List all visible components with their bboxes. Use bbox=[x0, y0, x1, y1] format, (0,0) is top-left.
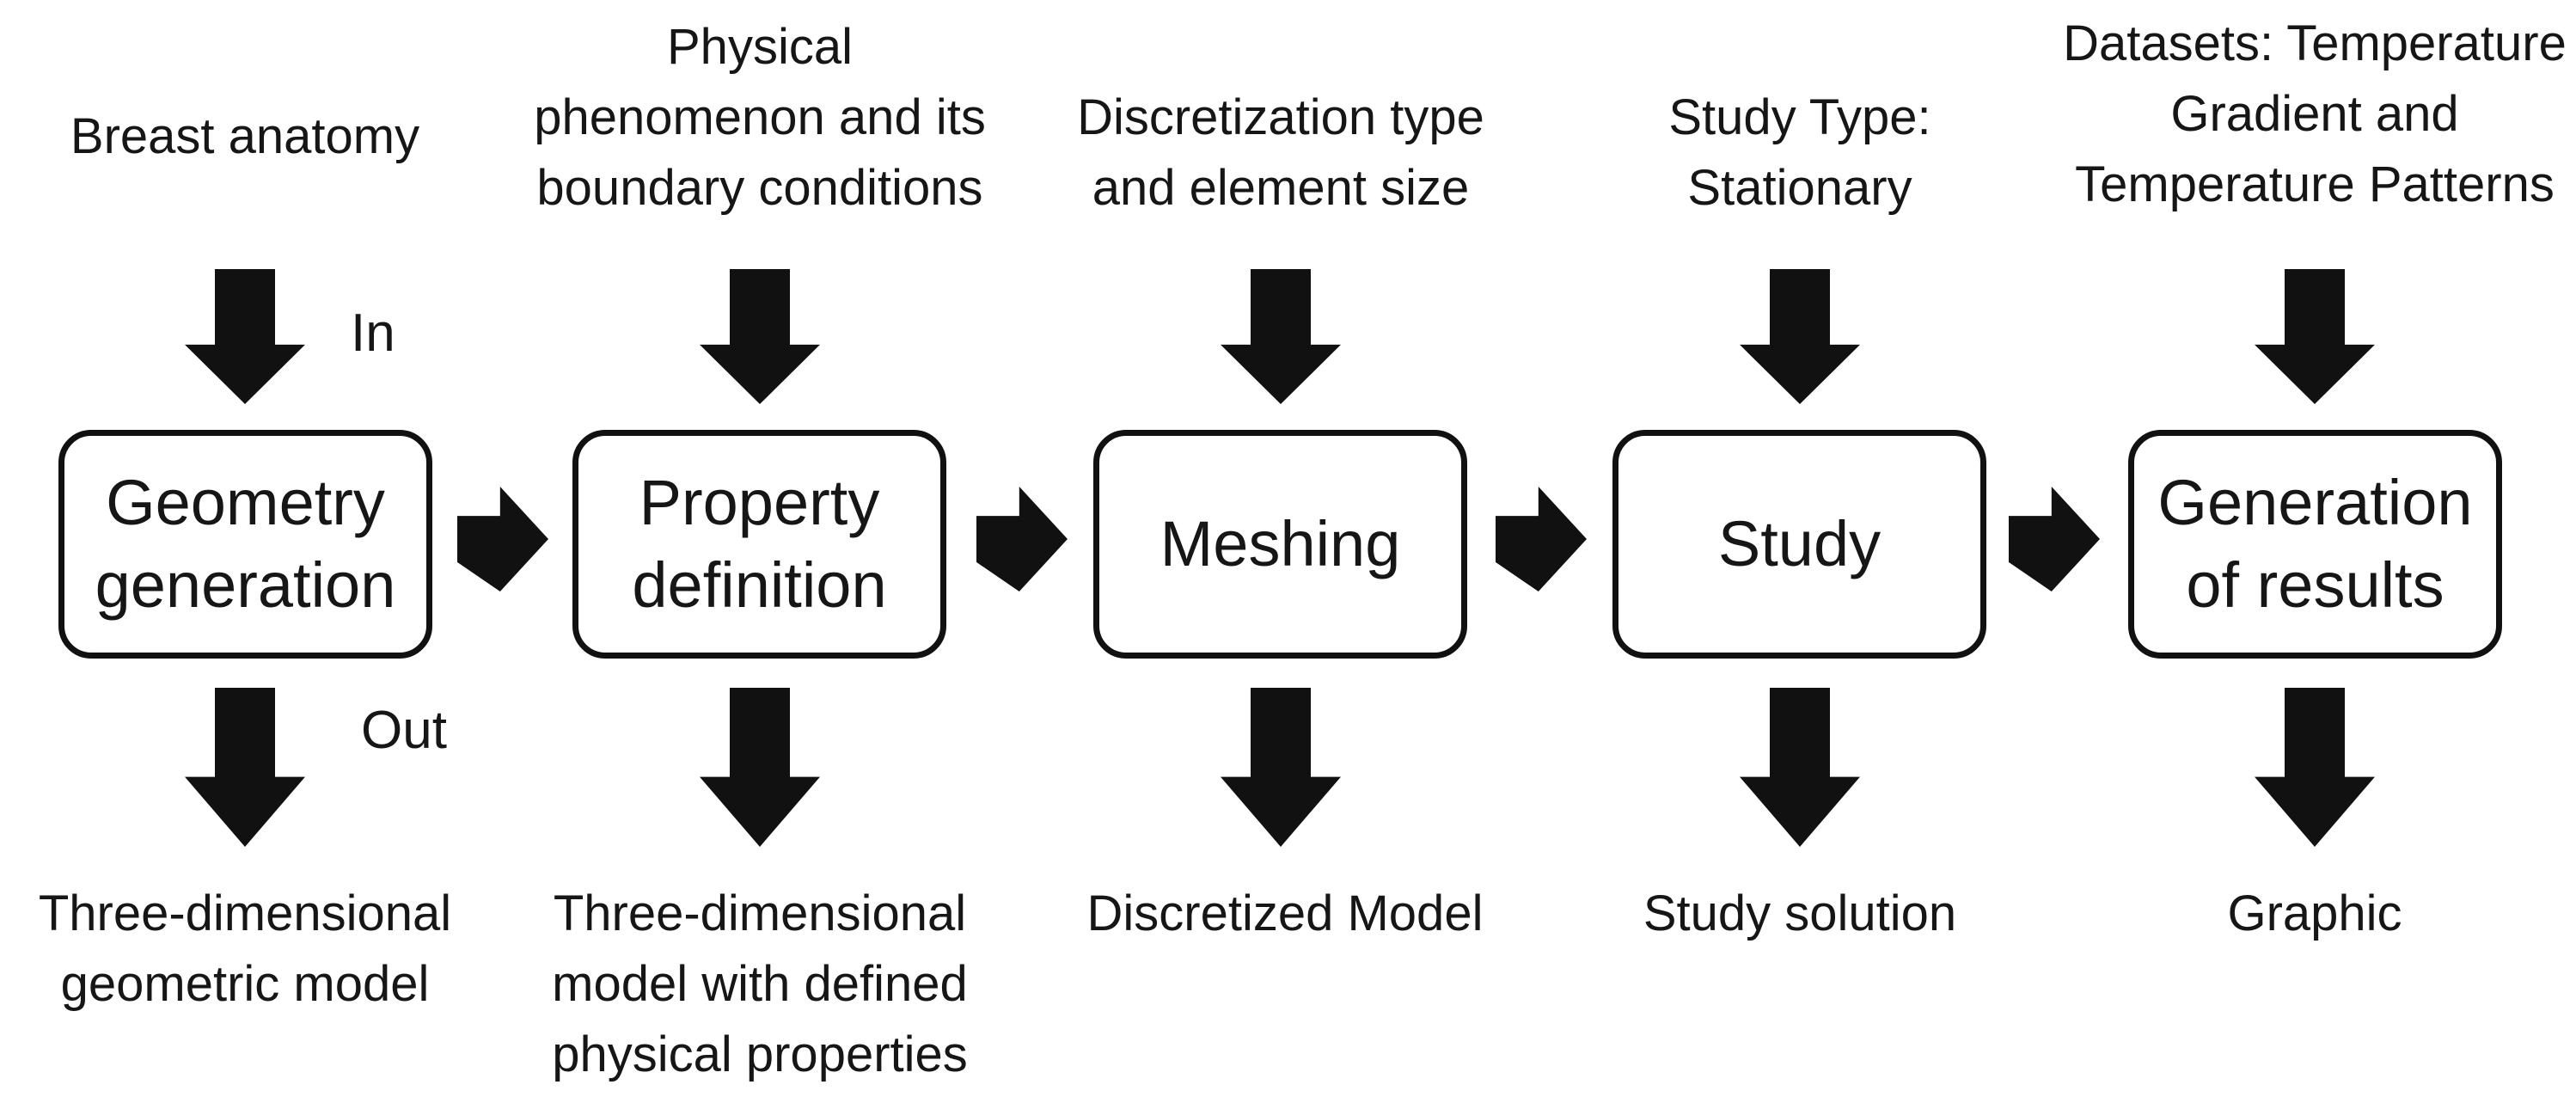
step-box-label: Property bbox=[639, 467, 880, 538]
input-label-generation-of-results: Datasets: Temperature Gradient and Tempe… bbox=[2031, 9, 2576, 220]
output-label-line: model with defined bbox=[552, 956, 968, 1012]
down-arrow-icon bbox=[185, 269, 305, 404]
step-box-label: Meshing bbox=[1160, 508, 1401, 579]
input-label-line: Physical bbox=[667, 19, 853, 75]
down-arrow-icon bbox=[1740, 269, 1860, 404]
step-box-generation-of-results: Generation of results bbox=[2128, 430, 2502, 659]
flow-arrow-icon bbox=[1496, 487, 1587, 591]
input-label-line: Breast anatomy bbox=[70, 108, 420, 164]
input-label-study: Study Type: Stationary bbox=[1516, 83, 2083, 224]
output-label-geometry-generation: Three-dimensional geometric model bbox=[0, 879, 529, 1020]
input-label-line: Gradient and bbox=[2170, 86, 2459, 142]
output-label-generation-of-results: Graphic bbox=[2031, 879, 2576, 949]
output-label-study: Study solution bbox=[1516, 879, 2083, 949]
step-box-meshing: Meshing bbox=[1093, 430, 1467, 659]
down-arrow-icon bbox=[185, 688, 305, 847]
down-arrow-icon bbox=[2255, 688, 2375, 847]
input-label-line: phenomenon and its bbox=[534, 89, 986, 145]
output-label-line: physical properties bbox=[552, 1027, 968, 1082]
input-label-line: boundary conditions bbox=[536, 160, 983, 216]
output-label-line: Discretized Model bbox=[1086, 886, 1484, 941]
down-arrow-icon bbox=[1221, 688, 1341, 847]
output-label-line: Study solution bbox=[1643, 886, 1957, 941]
output-label-line: geometric model bbox=[60, 956, 430, 1012]
input-label-property-definition: Physical phenomenon and its boundary con… bbox=[476, 12, 1043, 224]
down-arrow-icon bbox=[700, 269, 820, 404]
flow-arrow-icon bbox=[976, 487, 1068, 591]
output-label-property-definition: Three-dimensional model with defined phy… bbox=[476, 879, 1043, 1090]
input-label-line: and element size bbox=[1092, 160, 1470, 216]
flow-arrow-icon bbox=[457, 487, 548, 591]
step-box-label: Geometry bbox=[106, 467, 385, 538]
input-label-geometry-generation: Breast anatomy bbox=[0, 101, 529, 172]
down-arrow-icon bbox=[700, 688, 820, 847]
step-box-label: generation bbox=[95, 549, 396, 621]
output-label-line: Three-dimensional bbox=[38, 886, 452, 941]
output-label-line: Graphic bbox=[2227, 886, 2402, 941]
input-label-line: Stationary bbox=[1687, 160, 1912, 216]
step-box-property-definition: Property definition bbox=[572, 430, 946, 659]
input-label-line: Datasets: Temperature bbox=[2063, 15, 2567, 71]
step-box-label: Study bbox=[1717, 508, 1882, 579]
step-box-geometry-generation: Geometry generation bbox=[58, 430, 432, 659]
output-label-line: Three-dimensional bbox=[553, 886, 967, 941]
input-label-line: Study Type: bbox=[1668, 89, 1931, 145]
input-label-line: Discretization type bbox=[1077, 89, 1484, 145]
step-box-label: of results bbox=[2186, 549, 2444, 621]
step-box-label: Generation bbox=[2157, 467, 2473, 538]
down-arrow-icon bbox=[1740, 688, 1860, 847]
output-label-meshing: Discretized Model bbox=[1001, 879, 1569, 949]
input-label-line: Temperature Patterns bbox=[2075, 156, 2555, 212]
step-box-study: Study bbox=[1612, 430, 1986, 659]
step-box-label: definition bbox=[632, 549, 887, 621]
input-label-meshing: Discretization type and element size bbox=[997, 83, 1564, 224]
out-annotation: Out bbox=[361, 701, 447, 760]
down-arrow-icon bbox=[2255, 269, 2375, 404]
in-annotation: In bbox=[351, 303, 395, 363]
down-arrow-icon bbox=[1221, 269, 1341, 404]
flow-arrow-icon bbox=[2009, 487, 2100, 591]
